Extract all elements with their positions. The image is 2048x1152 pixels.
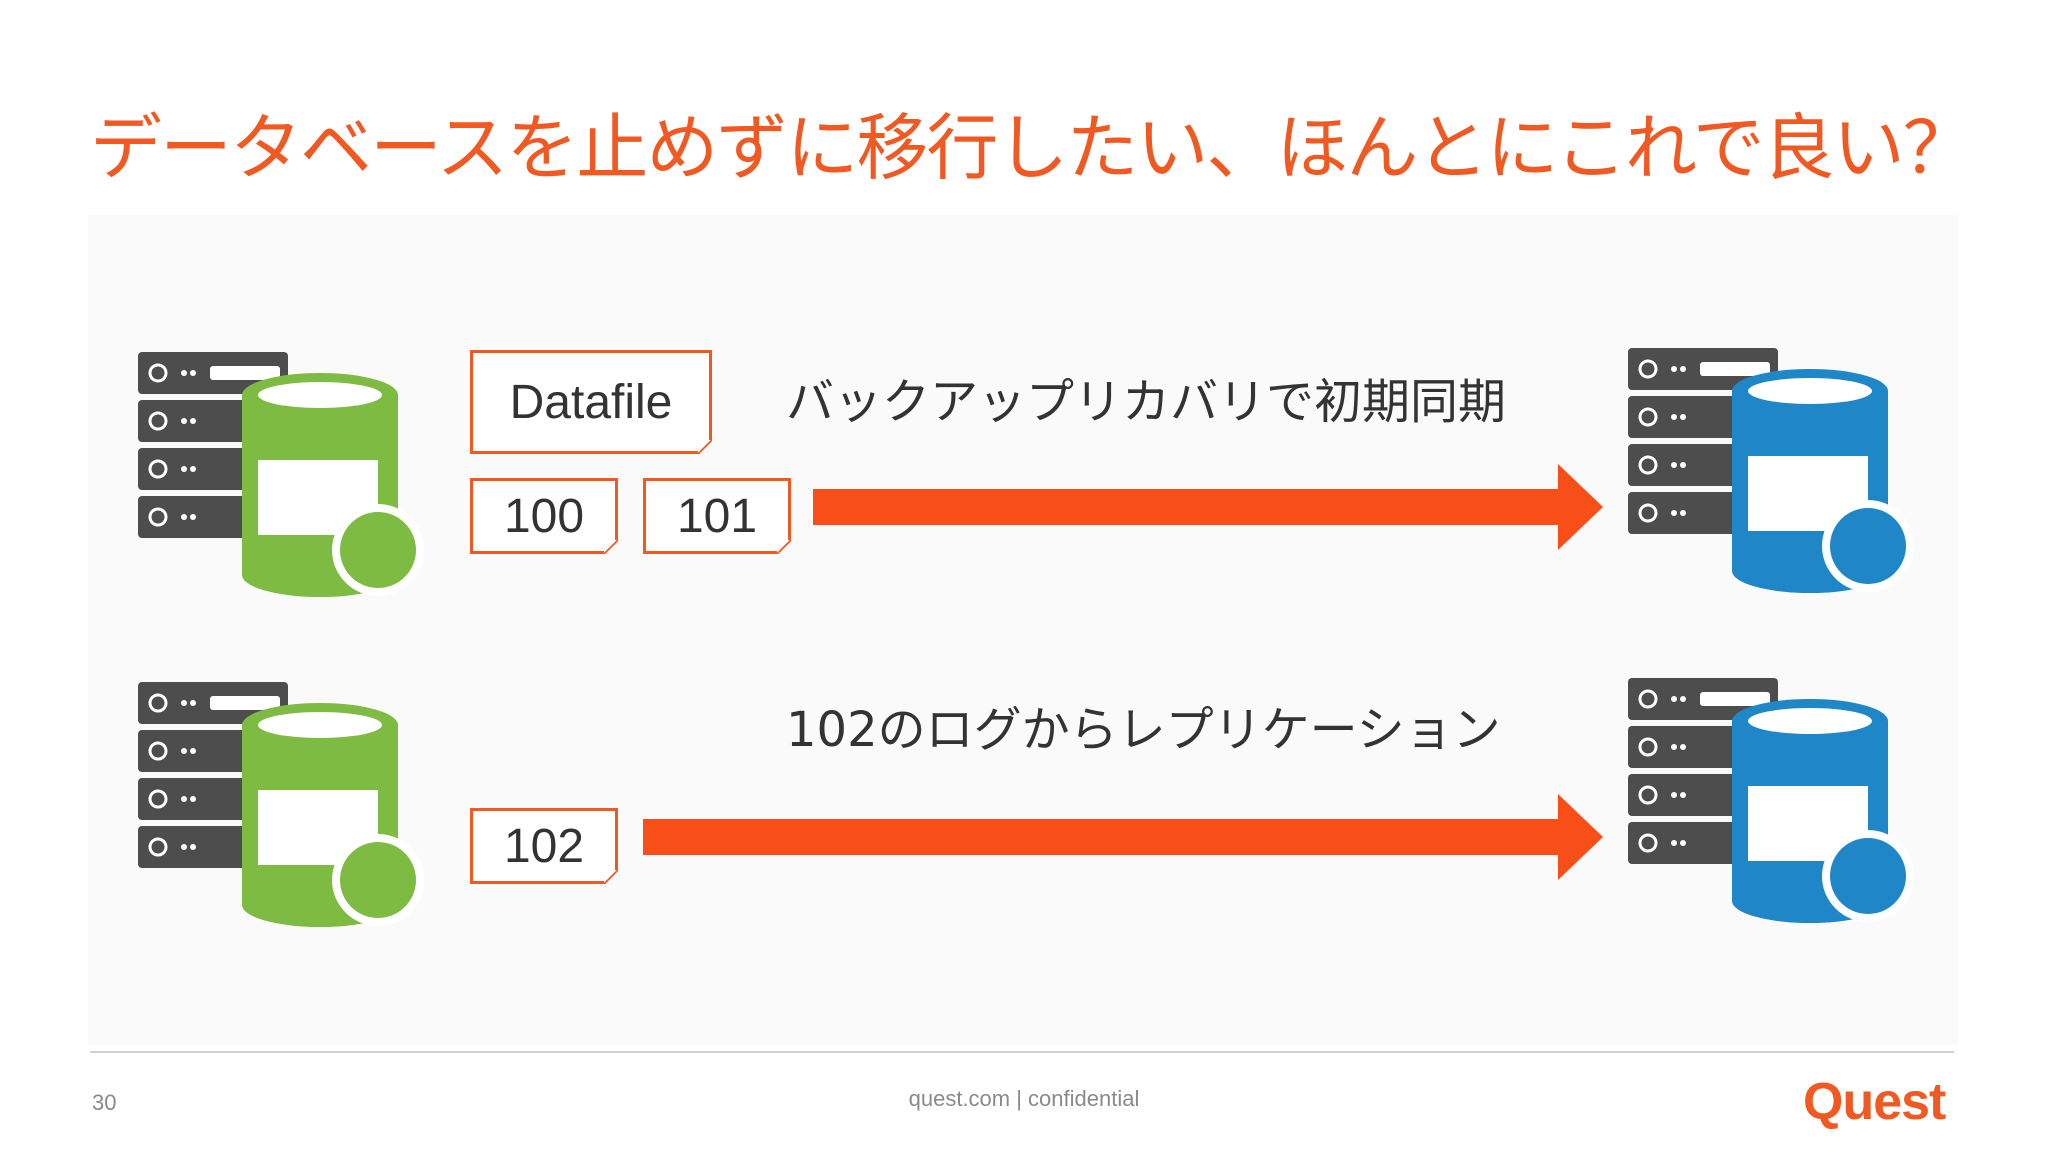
file-box: 102: [470, 808, 618, 884]
file-number: 100: [503, 489, 585, 543]
footer-text: quest.com | confidential: [908, 1086, 1140, 1111]
file-number: 102: [503, 819, 585, 873]
file-number: 101: [676, 489, 758, 543]
source-server-database-icon: [138, 352, 424, 597]
file-box: 100: [470, 478, 618, 554]
quest-logo: Quest: [1803, 1073, 1946, 1131]
right-arrow-icon: [643, 794, 1603, 880]
datafile-box: Datafile: [470, 350, 712, 454]
row2-caption: 102のログからレプリケーション: [786, 702, 1501, 758]
row1-caption: バックアップリカバリで初期同期: [786, 374, 1507, 430]
file-box: 101: [643, 478, 791, 554]
target-server-database-icon: [1628, 678, 1914, 923]
datafile-label: Datafile: [509, 375, 673, 429]
footer-divider: [90, 1051, 1954, 1053]
right-arrow-icon: [813, 464, 1603, 550]
page-number: 30: [92, 1090, 117, 1115]
source-server-database-icon: [138, 682, 424, 927]
target-server-database-icon: [1628, 348, 1914, 593]
slide-title: データベースを止めずに移行したい、ほんとにこれで良い？: [90, 106, 1975, 190]
